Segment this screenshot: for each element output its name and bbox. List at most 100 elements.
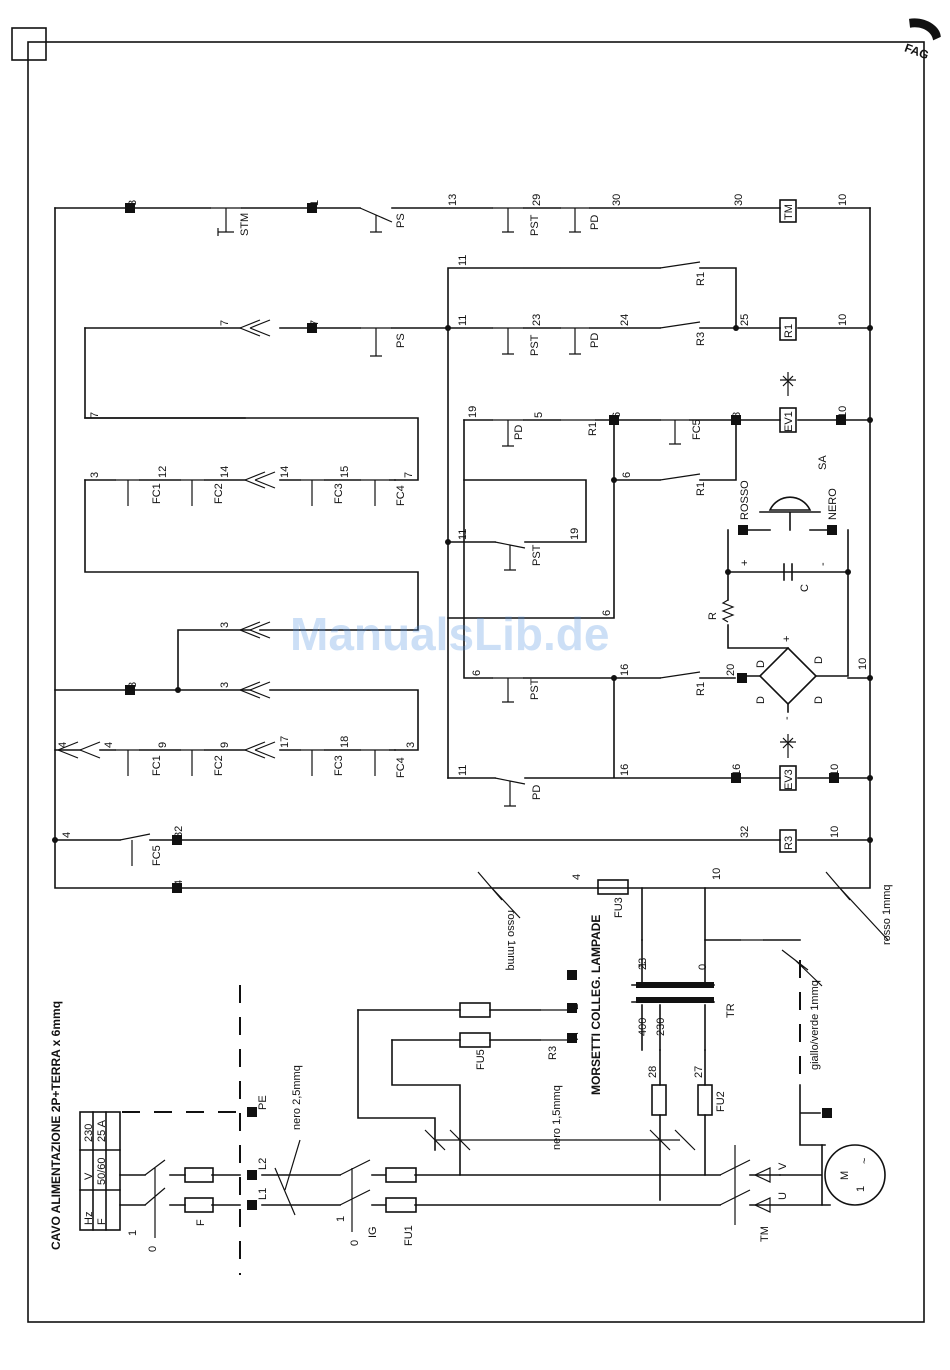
v-label: V (83, 1172, 95, 1180)
label-sa: SA (817, 455, 829, 470)
cable-nero-25: nero 2,5mmq (291, 1065, 303, 1130)
label-d-1: D (755, 660, 767, 668)
wire-label-19: 10 (837, 406, 849, 418)
label-r3-1: R3 (695, 332, 707, 346)
wire-label-27: 6 (621, 472, 633, 478)
wire-label-0: 3 (127, 200, 139, 206)
wire-label-21: 3 (89, 472, 101, 478)
wire-label-22: 12 (157, 466, 169, 478)
label-d-3: D (755, 696, 767, 704)
label-ps-2: PS (395, 333, 407, 348)
supply-table (79, 1111, 121, 1231)
label-tm-box: TM (783, 204, 795, 220)
label-ig-zero: 0 (349, 1240, 361, 1246)
wire-label-51: 32 (739, 826, 751, 838)
label-motor-tilde: ~ (859, 1158, 871, 1164)
wire-label-38: 4 (57, 742, 69, 748)
label-pst-4: PST (529, 678, 541, 700)
lamp-terminals-label: MORSETTI COLLEG. LAMPADE (589, 915, 603, 1095)
label-fc3-2: FC3 (333, 755, 345, 776)
label-ig: IG (367, 1226, 379, 1238)
label-tm-switch: TM (759, 1226, 771, 1242)
label-fc1-2: FC1 (151, 755, 163, 776)
wire-label-14: 7 (309, 320, 321, 326)
label-fc4-1: FC4 (395, 485, 407, 506)
hz-value: 50/60 (96, 1157, 108, 1185)
label-pst-2: PST (529, 334, 541, 356)
wire-label-36: 20 (725, 664, 737, 676)
wire-label-33: 3 (219, 682, 231, 688)
terminal-pe: PE (257, 1095, 269, 1110)
wire-label-24: 14 (279, 466, 291, 478)
label-pst-1: PST (529, 214, 541, 236)
wire-label-40: 9 (157, 742, 169, 748)
wire-label-61: 27 (693, 1066, 705, 1078)
label-r1-1: R1 (695, 272, 707, 286)
wire-label-57: 230 (655, 1018, 667, 1036)
label-c: C (799, 584, 811, 592)
label-r: R (707, 612, 719, 620)
f-value: 25 A (96, 1119, 108, 1142)
label-ev3: EV3 (783, 769, 795, 790)
wire-label-37: 10 (857, 658, 869, 670)
label-f-one: 1 (127, 1230, 139, 1236)
wire-label-16: 5 (533, 412, 545, 418)
v-value: 230 (83, 1124, 95, 1142)
label-bridge-plus: + (781, 636, 793, 642)
wire-label-2: 13 (447, 194, 459, 206)
wire-label-45: 11 (457, 765, 469, 776)
watermark-text: ManualsLib.de (290, 608, 609, 660)
wire-label-20: 7 (89, 412, 101, 418)
corner-box (11, 27, 47, 61)
cable-marks (274, 871, 889, 1216)
label-fc2-2: FC2 (213, 755, 225, 776)
label-bridge-minus: - (781, 716, 793, 720)
wire-label-34: 6 (471, 670, 483, 676)
wire-label-52: 10 (829, 826, 841, 838)
wire-label-5: 30 (733, 194, 745, 206)
label-r1-3: R1 (695, 482, 707, 496)
wire-label-39: 4 (103, 742, 115, 748)
terminal-b: B (569, 1003, 581, 1010)
lamp-wire-nero: NERO (827, 488, 839, 520)
wire-label-60: 28 (647, 1066, 659, 1078)
control-wiring (54, 207, 871, 1206)
brand-logo: FAG (903, 18, 941, 63)
cable-rosso-1a: rosso 1mmq (505, 910, 517, 971)
f-label: F (96, 1218, 108, 1225)
lamp-wire-rosso: ROSSO (739, 480, 751, 520)
cable-nero-15: nero 1,5mmq (551, 1085, 563, 1150)
wire-label-6: 10 (837, 194, 849, 206)
wire-label-18: 8 (731, 412, 743, 418)
wire-label-54: 4 (571, 874, 583, 880)
wire-label-24-tr: 23 (637, 958, 649, 970)
label-fc3-1: FC3 (333, 483, 345, 504)
terminal-blocks (125, 203, 846, 1210)
wire-label-3: 29 (531, 194, 543, 206)
label-d-2: D (813, 656, 825, 664)
label-fu3: FU3 (613, 897, 625, 918)
label-ps-1: PS (395, 213, 407, 228)
label-fc5-2: FC5 (151, 845, 163, 866)
wire-label-48: 10 (829, 764, 841, 776)
label-f-zero: 0 (147, 1246, 159, 1252)
label-r3-box: R3 (783, 836, 795, 850)
brand-mark-text: FAG (903, 41, 931, 63)
label-fc5-1: FC5 (691, 419, 703, 440)
label-pd-3: PD (513, 425, 525, 440)
wire-label-7: 11 (457, 255, 469, 266)
label-pd-2: PD (589, 333, 601, 348)
label-fu5: FU5 (475, 1049, 487, 1070)
wire-label-42: 17 (279, 736, 291, 748)
hz-label: Hz (83, 1212, 95, 1225)
wire-label-31: 3 (219, 622, 231, 628)
wire-label-23: 14 (219, 466, 231, 478)
wire-label-11: 25 (739, 314, 751, 326)
wire-label-26: 7 (403, 472, 415, 478)
label-fc1-1: FC1 (151, 483, 163, 504)
wire-label-4: 30 (611, 194, 623, 206)
component-boxes (184, 199, 886, 1213)
label-ev1: EV1 (783, 411, 795, 432)
